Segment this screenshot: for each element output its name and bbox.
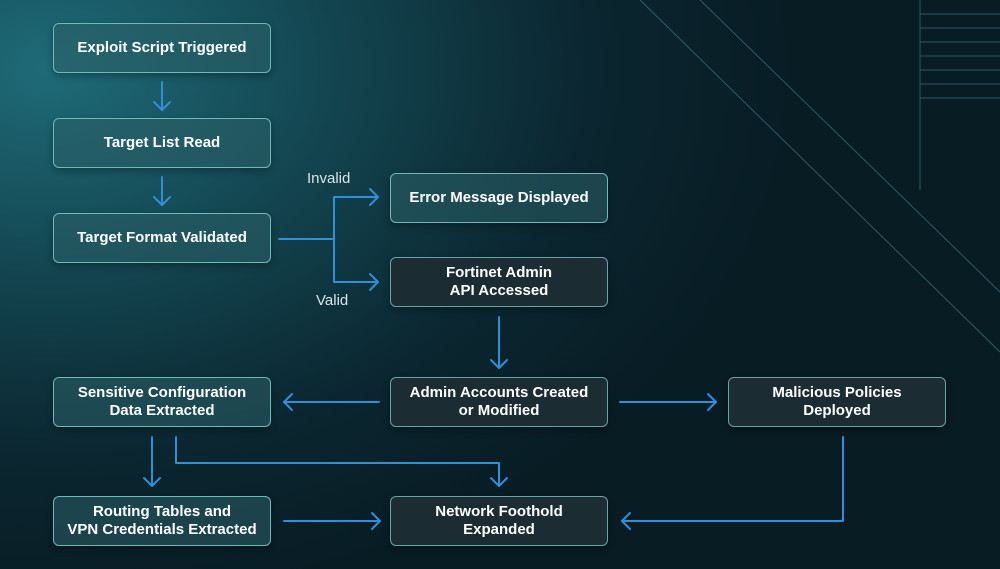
node-label-line1: Admin Accounts Created: [409, 384, 589, 401]
arrow-target-list-to-format: [153, 176, 171, 206]
node-label: Exploit Script Triggered: [77, 39, 247, 56]
node-label: Target Format Validated: [77, 229, 247, 246]
node-target-format-validated: Target Format Validated: [53, 213, 271, 263]
node-label-line1: Routing Tables and: [92, 503, 232, 520]
node-label: Target List Read: [103, 134, 221, 151]
arrow-api-to-admin-accounts: [490, 316, 508, 369]
node-label-line2: Data Extracted: [109, 402, 215, 419]
node-exploit-script-triggered: Exploit Script Triggered: [53, 23, 271, 73]
arrow-exploit-to-target-list: [153, 81, 171, 111]
node-label-line2: Expanded: [463, 521, 535, 538]
node-label-line2: Deployed: [803, 402, 871, 419]
node-fortinet-admin-api-accessed: Fortinet Admin API Accessed: [390, 257, 608, 307]
node-error-message-displayed: Error Message Displayed: [390, 173, 608, 223]
arrow-format-to-api-valid: [333, 238, 379, 291]
diagonal-line: [639, 0, 1000, 353]
node-label-line1: Fortinet Admin: [445, 264, 553, 281]
node-label-line2: or Modified: [458, 402, 540, 419]
arrow-routing-to-foothold: [283, 512, 381, 530]
arrow-policies-to-foothold: [621, 436, 844, 530]
node-label-line1: Network Foothold: [435, 503, 563, 520]
edge-label-invalid: Invalid: [307, 170, 351, 187]
node-admin-accounts-created: Admin Accounts Created or Modified: [390, 377, 608, 427]
node-label-line2: VPN Credentials Extracted: [67, 521, 257, 538]
node-label-line1: Malicious Policies: [772, 384, 902, 401]
node-sensitive-configuration-extracted: Sensitive Configuration Data Extracted: [53, 377, 271, 427]
node-routing-tables-vpn-extracted: Routing Tables and VPN Credentials Extra…: [53, 496, 271, 546]
arrow-sensitive-to-routing: [143, 436, 161, 487]
arrow-admin-to-policies: [619, 393, 717, 411]
node-malicious-policies-deployed: Malicious Policies Deployed: [728, 377, 946, 427]
arrow-sensitive-to-foothold: [175, 436, 508, 487]
diagonal-line: [699, 0, 1000, 293]
node-target-list-read: Target List Read: [53, 118, 271, 168]
node-label-line1: Sensitive Configuration: [77, 384, 247, 401]
arrow-admin-to-sensitive: [283, 393, 380, 411]
edge-label-valid: Valid: [316, 292, 349, 309]
node-label-line2: API Accessed: [449, 282, 549, 299]
node-network-foothold-expanded: Network Foothold Expanded: [390, 496, 608, 546]
arrow-format-to-error-invalid: [278, 188, 379, 240]
node-label: Error Message Displayed: [409, 189, 589, 206]
